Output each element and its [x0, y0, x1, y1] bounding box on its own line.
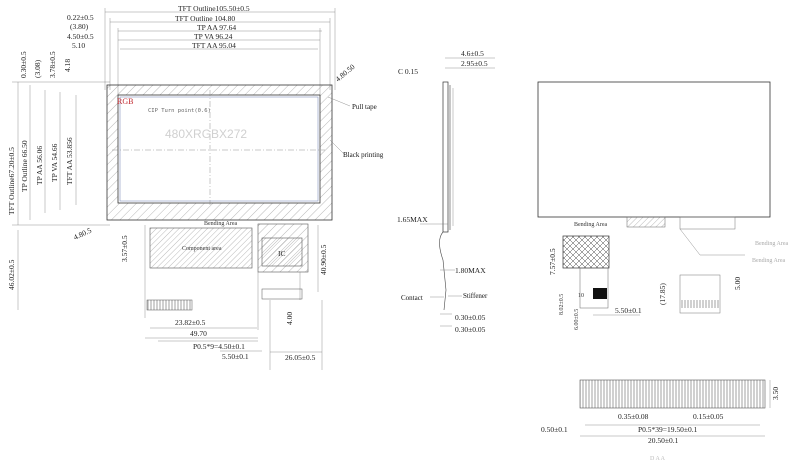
fpc-connector — [146, 299, 193, 311]
tp-outline-height: TP Outline 66.50 — [20, 140, 29, 192]
tft-outline-height: TFT Outline67.20±0.5 — [7, 147, 16, 215]
fpc-detail-total: 20.50±0.1 — [648, 436, 679, 445]
component-area — [149, 227, 253, 269]
offset-dim-3: 4.50±0.5 — [67, 32, 94, 41]
side-view: 4.6±0.5 2.95±0.5 C 0.15 1.65MAX 1.80MAX … — [397, 49, 495, 334]
fpc-detail-left: 0.50±0.1 — [541, 425, 568, 434]
right-fpc-dim: 40.90±0.5 — [319, 244, 328, 275]
fpc-width-2: 49.70 — [190, 329, 207, 338]
rear-connector-grid — [562, 235, 610, 269]
rear-dim-6: 5.00 — [733, 277, 742, 290]
fpc-detail-pins — [579, 379, 766, 409]
corner-dim-top-right: 4.80.50 — [334, 62, 357, 84]
corner-dim-bottom-left: 4.80.5 — [72, 226, 93, 242]
pull-tape-label: Pull tape — [352, 103, 377, 111]
rear-pin-number: 10 — [578, 293, 584, 299]
side-panel — [442, 81, 449, 233]
side-top-1: 4.6±0.5 — [461, 49, 484, 58]
resolution-watermark: 480XRGBX272 — [165, 127, 247, 141]
pin-width-dim: 5.50±0.1 — [222, 352, 249, 361]
rear-fpc-tail — [579, 267, 609, 309]
active-area-inner — [119, 96, 319, 202]
ic-block — [261, 237, 303, 267]
cip-turn-point: CIP Turn point(0.6) — [148, 108, 211, 114]
tft-aa-height: TFT AA 53.856 — [65, 137, 74, 185]
tp-va-width: TP VA 96.24 — [194, 32, 233, 41]
rear-bending-hatch — [626, 216, 666, 228]
tp-outline-width: TFT Outline 104.80 — [175, 14, 235, 23]
rear-side-fpc — [679, 274, 721, 314]
rear-side-label-2: Bending Area — [752, 258, 785, 264]
fpc-detail-pin-width: 0.35±0.08 — [618, 412, 649, 421]
vertical-dim-3: 3.78±0.5 — [48, 51, 57, 78]
offset-dim-4: 5.10 — [72, 41, 85, 50]
fpc-detail-footer: D A A — [650, 456, 666, 462]
offset-dim-2: (3.80) — [70, 22, 89, 31]
black-printing-label: Black printing — [343, 151, 384, 159]
rear-bending-label: Bending Area — [574, 222, 607, 228]
offset-dim-1: 0.22±0.5 — [67, 13, 94, 22]
vertical-dim-1: 0.30±0.5 — [19, 51, 28, 78]
rear-dim-1: 7.57±0.5 — [548, 248, 557, 275]
offset-width-dim: 26.05±0.5 — [285, 353, 316, 362]
tp-aa-width: TP AA 97.64 — [197, 23, 236, 32]
rear-stiffener-black — [593, 288, 607, 299]
rear-dim-4: 5.50±0.1 — [615, 306, 642, 315]
ic-label: IC — [278, 249, 286, 258]
tft-aa-width: TFT AA 95.04 — [192, 41, 236, 50]
fpc-detail-gap: 0.15±0.05 — [693, 412, 724, 421]
rear-dim-2: 8.02±0.5 — [559, 294, 565, 315]
side-top-2: 2.95±0.5 — [461, 59, 488, 68]
thickness-1: 0.30±0.05 — [455, 313, 486, 322]
contact-label: Contact — [401, 294, 423, 302]
rear-dim-5: (17.85) — [658, 283, 667, 305]
thickness-2: 0.30±0.05 — [455, 325, 486, 334]
fpc-stiffener — [261, 288, 303, 300]
tp-aa-height: TP AA 56.06 — [35, 146, 44, 185]
tp-va-height: TP VA 54.66 — [50, 143, 59, 182]
pin-pitch-dim: P0.5*9=4.50±0.1 — [193, 342, 245, 351]
rear-dim-3: 6.00±0.5 — [574, 309, 580, 330]
rgb-label: RGB — [117, 97, 133, 106]
vertical-dim-4: 4.18 — [63, 59, 72, 72]
tail-length-dim: 4.00 — [285, 312, 294, 325]
front-view: TFT Outline105.50±0.5 TFT Outline 104.80… — [7, 4, 384, 370]
vertical-dim-2: (3.08) — [33, 59, 42, 78]
fpc-detail-pitch: P0.5*39=19.50±0.1 — [638, 425, 698, 434]
total-height-dim: 46.02±0.5 — [7, 259, 16, 290]
stiffener-label: Stiffener — [463, 292, 488, 300]
fpc-width-1: 23.82±0.5 — [175, 318, 206, 327]
left-dimension-lines — [12, 81, 110, 226]
fpc-detail-height: 3.50 — [771, 387, 780, 400]
chamfer-label: C 0.15 — [398, 67, 418, 76]
fpc-height-dim: 3.57±0.5 — [120, 235, 129, 262]
rear-right-tab — [679, 216, 736, 230]
rear-panel — [537, 81, 771, 218]
component-area-label: Component area — [182, 246, 222, 252]
top-dimension-lines — [104, 8, 336, 95]
bending-area-label: Bending Area — [204, 221, 237, 227]
max-thickness-1: 1.65MAX — [397, 215, 428, 224]
rear-view: Bending Area 10 7.57±0.5 8.02±0.5 6.00±0… — [537, 81, 788, 330]
active-area — [117, 94, 321, 204]
max-thickness-2: 1.80MAX — [455, 266, 486, 275]
tft-outline-width: TFT Outline105.50±0.5 — [178, 4, 250, 13]
rear-side-fpc-pins — [680, 300, 720, 308]
fpc-pin-detail: 3.50 0.35±0.08 0.15±0.05 P0.5*39=19.50±0… — [541, 379, 780, 462]
rear-side-label-1: Bending Area — [755, 241, 788, 247]
